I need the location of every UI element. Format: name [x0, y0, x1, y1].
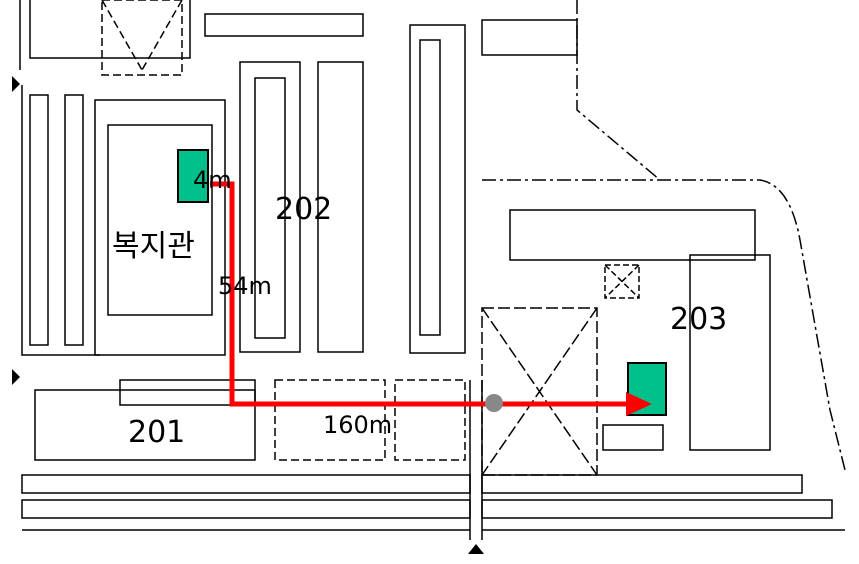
- start-marker: [177, 149, 209, 203]
- arrow-marker-left-top: [12, 76, 20, 92]
- distance-label-54m: 54m: [218, 272, 272, 300]
- building-label-203: 203: [670, 302, 728, 337]
- route-arrowhead: [626, 392, 652, 416]
- route-line: [210, 181, 640, 407]
- building-label-welfare: 복지관: [112, 229, 195, 264]
- site-outline: [19, 0, 846, 540]
- distance-label-4m: 4m: [193, 166, 232, 194]
- distance-label-160m: 160m: [323, 411, 393, 439]
- arrow-marker-left-bottom: [12, 369, 20, 385]
- arrow-marker-bottom: [468, 544, 484, 554]
- building-label-201: 201: [128, 415, 186, 450]
- waypoint-dot: [485, 394, 503, 412]
- building-label-202: 202: [275, 192, 333, 227]
